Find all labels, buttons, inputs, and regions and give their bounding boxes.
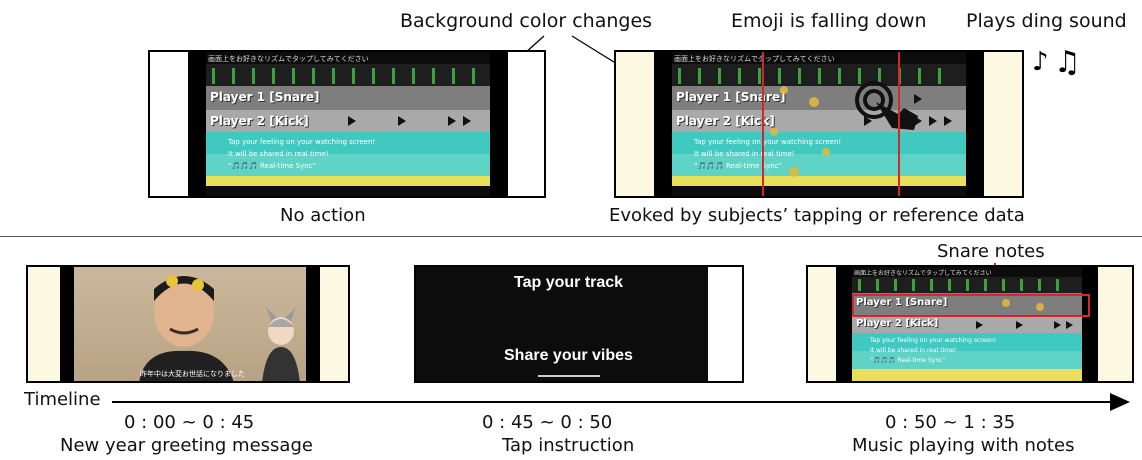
panel-music-playing: 画面上をお好きなリズムでタップしてみてください Player 1 [Snare]…	[806, 265, 1134, 383]
instruction-line3: “🎵🎵🎵 Real-time Sync”	[870, 357, 946, 364]
screen-header: 画面上をお好きなリズムでタップしてみてください	[208, 55, 369, 63]
instruction-line2: It will be shared in real time!	[870, 347, 957, 354]
screen-header: 画面上をお好きなリズムでタップしてみてください	[854, 270, 992, 277]
player1-label: Player 1 [Snare]	[210, 90, 320, 104]
instruction-line1: Tap your feeling on your watching screen…	[228, 138, 376, 146]
desc-2: Tap instruction	[502, 435, 635, 456]
note-grid-top-playing	[858, 279, 1059, 291]
annotation-background-color-changes: Background color changes	[400, 10, 653, 32]
annotation-snare-notes: Snare notes	[937, 241, 1045, 262]
kick-notes-evoked	[864, 94, 952, 126]
instruction-line3: “🎵🎵🎵 Real-time Sync”	[228, 162, 317, 170]
greeting-video: 昨年中は大変お世話になりました	[60, 267, 320, 381]
time-range-2: 0 : 45 ~ 0 : 50	[482, 412, 613, 433]
rhythm-screen-evoked: 画面上をお好きなリズムでタップしてみてください Player 1 [Snare]…	[654, 52, 984, 196]
panel-tap-instruction: Tap your track Share your vibes	[414, 265, 744, 383]
progress-line	[538, 375, 600, 377]
music-note-icon: ♪ ♫	[1032, 45, 1081, 76]
panel-evoked: 画面上をお好きなリズムでタップしてみてください Player 1 [Snare]…	[614, 50, 1024, 198]
emoji-highlight-box	[762, 52, 900, 196]
share-your-vibes: Share your vibes	[504, 347, 633, 364]
player2-label: Player 2 [Kick]	[210, 114, 309, 128]
svg-text:♪: ♪	[1032, 47, 1049, 76]
caption-evoked: Evoked by subjects’ tapping or reference…	[609, 205, 1025, 226]
instruction-line3: “🎵🎵🎵 Real-time Sync”	[694, 162, 783, 170]
player1-label: Player 1 [Snare]	[856, 297, 948, 308]
note-grid-top-evoked	[678, 68, 941, 84]
section-divider	[0, 236, 1142, 237]
annotation-emoji-falling: Emoji is falling down	[731, 10, 927, 32]
falling-emoji-icon	[770, 86, 830, 177]
rhythm-screen: 画面上をお好きなリズムでタップしてみてください Player 1 [Snare]…	[188, 52, 508, 196]
instruction-line2: It will be shared in real time!	[228, 150, 329, 158]
anime-avatar	[262, 307, 300, 381]
instruction-line1: Tap your feeling on your watching screen…	[694, 138, 842, 146]
annotation-plays-ding: Plays ding sound	[966, 10, 1127, 32]
time-range-1: 0 : 00 ~ 0 : 45	[124, 412, 255, 433]
tap-your-track: Tap your track	[514, 274, 624, 291]
person-avatar	[139, 275, 234, 381]
desc-1: New year greeting message	[60, 435, 313, 456]
caption-no-action: No action	[280, 205, 366, 226]
kick-notes	[348, 116, 471, 126]
tap-hand-icon	[855, 81, 918, 130]
note-grid-top	[212, 68, 475, 84]
timeline-label: Timeline	[24, 389, 101, 410]
svg-text:♫: ♫	[1054, 45, 1081, 76]
timeline-arrow	[112, 393, 1130, 411]
player1-label: Player 1 [Snare]	[676, 90, 786, 104]
instruction-screen: Tap your track Share your vibes	[416, 267, 708, 381]
player2-label: Player 2 [Kick]	[856, 318, 939, 329]
panel-greeting: 昨年中は大変お世話になりました	[26, 265, 350, 383]
instruction-line1: Tap your feeling on your watching screen…	[870, 337, 997, 344]
instruction-line2: It will be shared in real time!	[694, 150, 795, 158]
rhythm-screen-playing: 画面上をお好きなリズムでタップしてみてください Player 1 [Snare]…	[836, 267, 1098, 381]
snare-and-kick-notes	[976, 299, 1073, 329]
time-range-3: 0 : 50 ~ 1 : 35	[885, 412, 1016, 433]
panel-no-action: 画面上をお好きなリズムでタップしてみてください Player 1 [Snare]…	[148, 50, 546, 198]
player2-label: Player 2 [Kick]	[676, 114, 775, 128]
desc-3: Music playing with notes	[852, 435, 1075, 456]
snare-highlight-box	[852, 294, 1090, 317]
greeting-subtitle: 昨年中は大変お世話になりました	[140, 370, 245, 378]
screen-header: 画面上をお好きなリズムでタップしてみてください	[674, 55, 835, 63]
